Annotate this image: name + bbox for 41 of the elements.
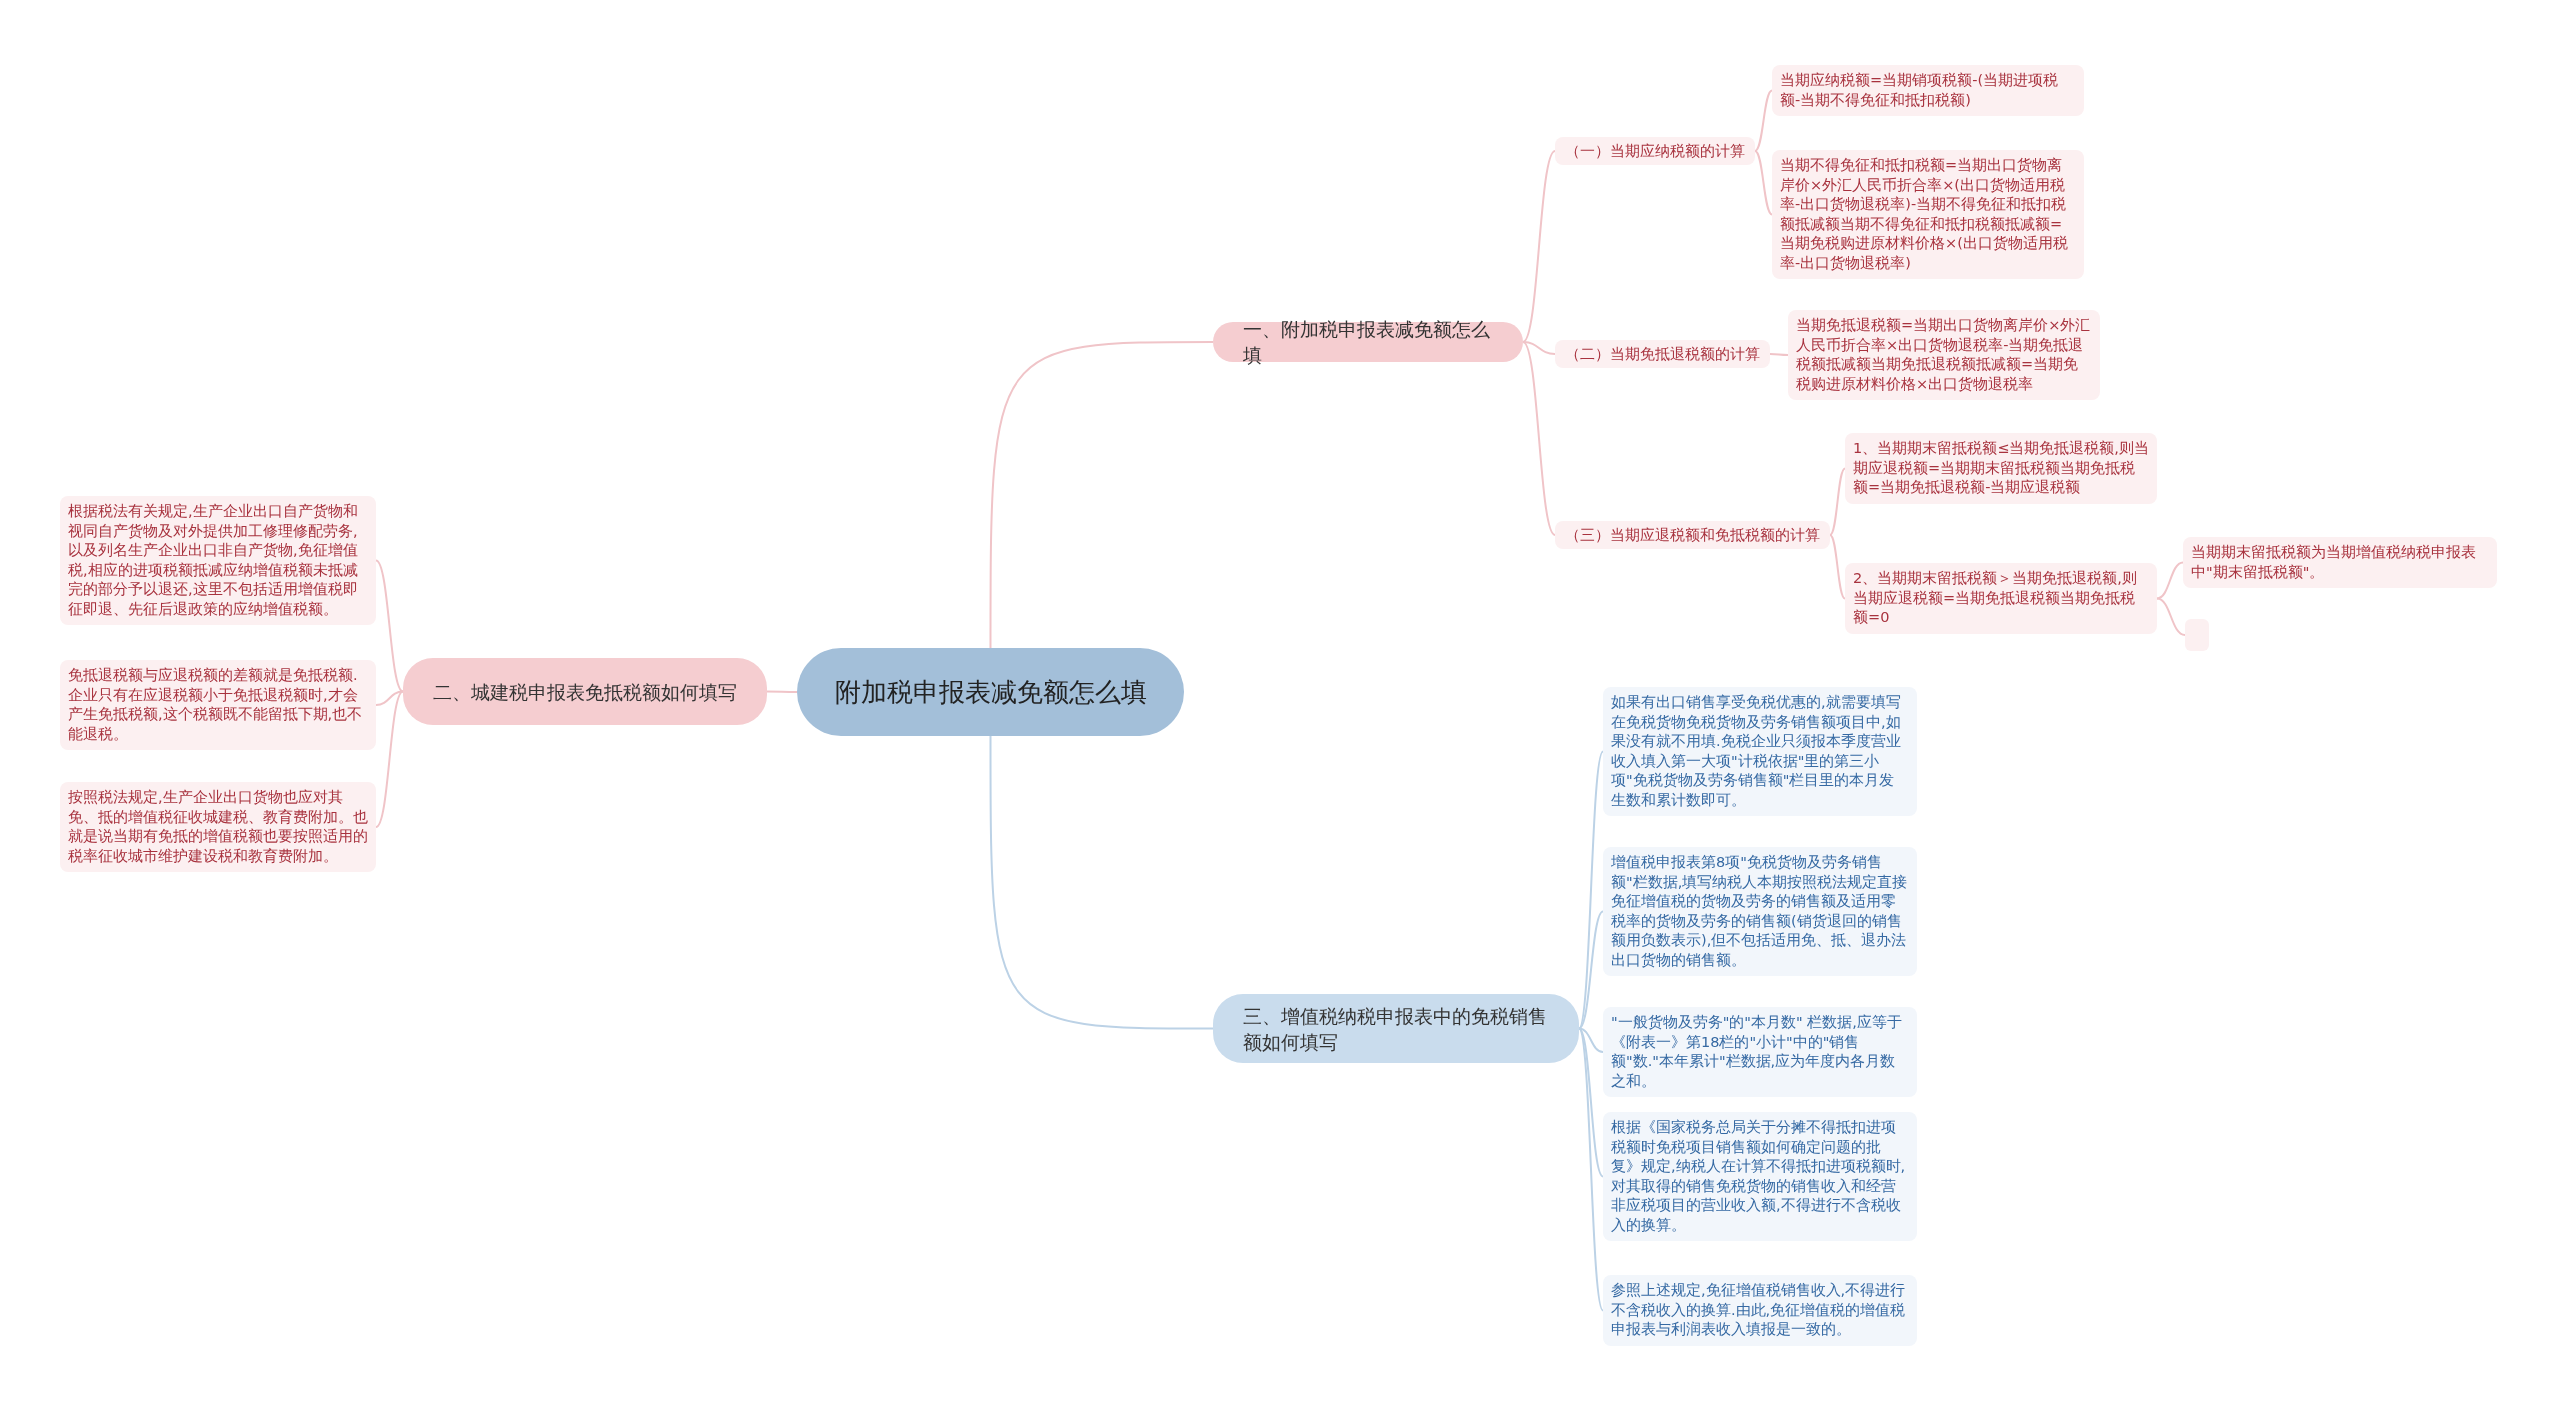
connector-line [989, 341, 1214, 649]
connector-line [1578, 1027, 1604, 1178]
note-box: "一般货物及劳务"的"本月数" 栏数据,应等于《附表一》第18栏的"小计"中的"销售额"数."本年累计"栏数据,应为年度内各月数之和。 [1603, 1007, 1917, 1097]
connector-line [1578, 1027, 1604, 1312]
connector-line [1769, 353, 1789, 356]
connector-line [1522, 150, 1556, 343]
note-box: 当期期末留抵税额为当期增值税纳税申报表中"期末留抵税额"。 [2183, 537, 2497, 588]
empty-box [2185, 619, 2209, 651]
connector-line [1578, 910, 1604, 1030]
connector-line [1829, 467, 1846, 536]
subtopic-box: （二）当期免抵退税额的计算 [1555, 340, 1770, 368]
connector-line [1522, 341, 1556, 536]
note-box: 当期免抵退税额=当期出口货物离岸价×外汇人民币折合率×出口货物退税率-当期免抵退税额抵减额当期免抵退税额抵减额=当期免税购进原材料价格×出口货物退税率 [1788, 310, 2100, 400]
connector-line [375, 559, 404, 693]
connector-line [375, 690, 404, 706]
connector-line [2156, 561, 2184, 600]
note-box: 如果有出口销售享受免税优惠的,就需要填写在免税货物免税货物及劳务销售额项目中,如果没有就不用填.免税企业只须报本季度营业收入填入第一大项"计税依据"里的第三小项"免税货物及劳务销售额"栏目里的本月发生数和累计数即可。 [1603, 687, 1917, 816]
note-box: 按照税法规定,生产企业出口货物也应对其免、抵的增值税征收城建税、教育费附加。也就是说当期有免抵的增值税额也要按照适用的税率征收城市维护建设税和教育费附加。 [60, 782, 376, 872]
note-box: 2、当期期末留抵税额＞当期免抵退税额,则当期应退税额=当期免抵退税额当期免抵税额=0 [1845, 563, 2157, 634]
note-box: 当期不得免征和抵扣税额=当期出口货物离岸价×外汇人民币折合率×(出口货物适用税率-出口货物退税率)-当期不得免征和抵扣税额抵减额当期不得免征和抵扣税额抵减额=当期免税购进原材料价格×(出口货物适用税率-出口货物退税率) [1772, 150, 2084, 279]
connector-line [1829, 534, 1846, 600]
note-box: 免抵退税额与应退税额的差额就是免抵税额.企业只有在应退税额小于免抵退税额时,才会产生免抵税额,这个税额既不能留抵下期,也不能退税。 [60, 660, 376, 750]
central-topic: 附加税申报表减免额怎么填 [797, 648, 1184, 736]
branch-topic: 二、城建税申报表免抵税额如何填写 [403, 658, 767, 725]
subtopic-box: （三）当期应退税额和免抵税额的计算 [1555, 521, 1830, 549]
connector-line [1754, 89, 1773, 152]
connector-line [375, 690, 404, 828]
branch-topic: 三、增值税纳税申报表中的免税销售额如何填写 [1213, 994, 1579, 1063]
connector-line [989, 735, 1214, 1030]
note-box: 增值税申报表第8项"免税货物及劳务销售额"栏数据,填写纳税人本期按照税法规定直接免征增值税的货物及劳务的销售额及适用零税率的货物及劳务的销售额(销货退回的销售额用负数表示),但不包括适用免、抵、退办法出口货物的销售额。 [1603, 847, 1917, 976]
connector-line [1578, 1027, 1604, 1053]
note-box: 参照上述规定,免征增值税销售收入,不得进行不含税收入的换算.由此,免征增值税的增值税申报表与利润表收入填报是一致的。 [1603, 1275, 1917, 1346]
subtopic-box: （一）当期应纳税额的计算 [1555, 137, 1755, 165]
note-box: 根据《国家税务总局关于分摊不得抵扣进项税额时免税项目销售额如何确定问题的批复》规定,纳税人在计算不得抵扣进项税额时,对其取得的销售免税货物的销售收入和经营非应税项目的营业收入额,不得进行不含税收入的换算。 [1603, 1112, 1917, 1241]
connector-line [766, 690, 798, 693]
connector-line [2156, 597, 2186, 636]
connector-line [1522, 341, 1556, 355]
connector-line [1754, 150, 1773, 216]
note-box: 当期应纳税额=当期销项税额-(当期进项税额-当期不得免征和抵扣税额) [1772, 65, 2084, 116]
note-box: 根据税法有关规定,生产企业出口自产货物和视同自产货物及对外提供加工修理修配劳务,以及列名生产企业出口非自产货物,免征增值税,相应的进项税额抵减应纳增值税额未抵减完的部分予以退还,这里不包括适用增值税即征即退、先征后退政策的应纳增值税额。 [60, 496, 376, 625]
note-box: 1、当期期末留抵税额≤当期免抵退税额,则当期应退税额=当期期末留抵税额当期免抵税额=当期免抵退税额-当期应退税额 [1845, 433, 2157, 504]
